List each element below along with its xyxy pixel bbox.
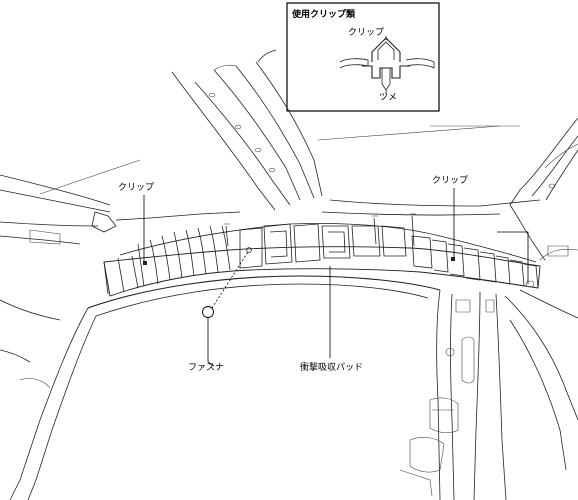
clip-legend-box: 使用クリップ類 クリップ ツメ (286, 2, 440, 112)
leader-fastener (207, 318, 215, 367)
pad-fastener-hole (246, 247, 252, 253)
callouts: クリップ クリップ ファスナ 衝撃吸収パッド (118, 175, 529, 373)
leader-clip-right-end (497, 231, 529, 284)
fastener-icon (202, 306, 214, 318)
pad-clip-mark-left (143, 261, 147, 265)
label-pad: 衝撃吸収パッド (300, 361, 363, 373)
roof-structure (0, 49, 578, 261)
legend-claw-label: ツメ (379, 93, 397, 103)
label-clip-left: クリップ (118, 182, 154, 193)
legend-frame (286, 2, 440, 112)
impact-absorbing-pad (103, 213, 541, 297)
label-fastener: ファスナ (188, 362, 224, 373)
lower-structure (0, 245, 578, 500)
pad-clip-mark-right (451, 257, 455, 261)
legend-title: 使用クリップ類 (291, 8, 356, 20)
label-clip-right: クリップ (432, 175, 468, 186)
clip-icon (339, 36, 435, 94)
fastener-dashed-leader (211, 251, 249, 309)
legend-clip-label: クリップ (348, 27, 384, 38)
